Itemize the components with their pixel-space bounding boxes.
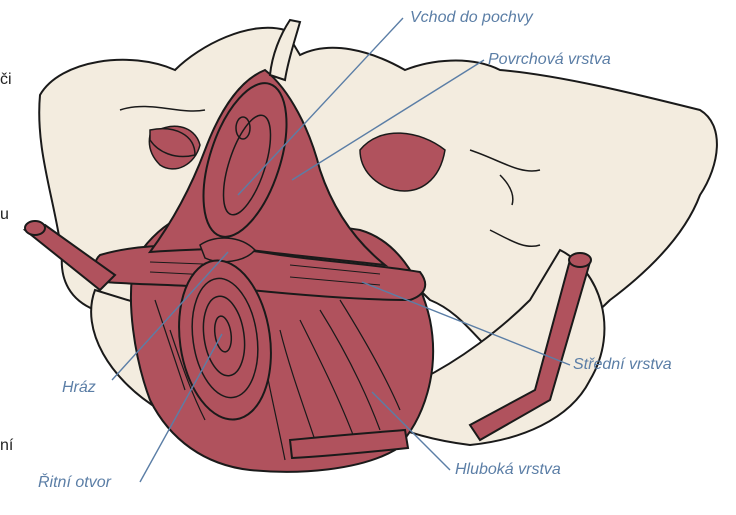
label-middle-layer: Střední vrstva xyxy=(573,357,672,373)
left-edge-text-2: u xyxy=(0,207,9,223)
left-edge-text-1: či xyxy=(0,72,12,88)
label-superficial-layer: Povrchová vrstva xyxy=(488,52,611,68)
label-deep-layer: Hluboká vrstva xyxy=(455,462,561,478)
label-vaginal-opening: Vchod do pochvy xyxy=(410,10,533,26)
left-edge-text-3: ní xyxy=(0,438,13,454)
label-perineum: Hráz xyxy=(62,380,96,396)
label-anus: Řitní otvor xyxy=(38,475,111,491)
